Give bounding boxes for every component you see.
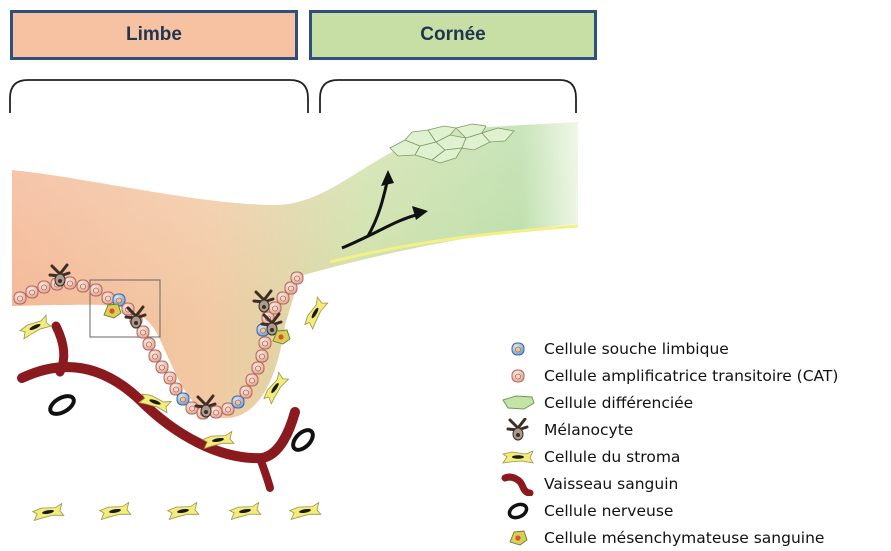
stromal-cell bbox=[167, 502, 199, 519]
limbal-stem-cell-icon bbox=[498, 337, 538, 361]
nerve-cell bbox=[47, 392, 77, 417]
transit-amplifying-cell bbox=[259, 337, 271, 349]
transit-amplifying-cell bbox=[14, 292, 26, 304]
transit-amplifying-cell bbox=[164, 372, 176, 384]
transit-amplifying-cell bbox=[26, 286, 38, 298]
legend-item: Vaisseau sanguin bbox=[498, 470, 838, 497]
legend-label: Cellule différenciée bbox=[544, 394, 693, 412]
mesenchymal-blood-cell bbox=[104, 304, 121, 318]
transit-amplifying-cell bbox=[186, 402, 198, 414]
legend-item: Cellule nerveuse bbox=[498, 497, 838, 524]
transit-amplifying-cell bbox=[38, 281, 50, 293]
transit-amplifying-cell bbox=[143, 338, 155, 350]
transit-amplifying-cell bbox=[277, 292, 289, 304]
transit-amplifying-cell bbox=[269, 302, 281, 314]
legend-label: Cellule amplificatrice transitoire (CAT) bbox=[544, 367, 838, 385]
legend-label: Cellule mésenchymateuse sanguine bbox=[544, 529, 824, 547]
transit-amplifying-cell bbox=[137, 326, 149, 338]
legend-item: Cellule amplificatrice transitoire (CAT) bbox=[498, 362, 838, 389]
stromal-cell bbox=[19, 315, 51, 339]
stromal-cell-icon bbox=[498, 445, 538, 469]
stromal-cell bbox=[229, 502, 261, 519]
transit-amplifying-cell bbox=[156, 361, 168, 373]
transit-amplifying-cell-icon bbox=[498, 364, 538, 388]
transit-amplifying-cell bbox=[252, 362, 264, 374]
transit-amplifying-cell bbox=[256, 350, 268, 362]
legend-label: Mélanocyte bbox=[544, 421, 633, 439]
transit-amplifying-cell bbox=[291, 272, 303, 284]
legend-label: Cellule du stroma bbox=[544, 448, 680, 466]
legend-label: Cellule souche limbique bbox=[544, 340, 729, 358]
stromal-cell bbox=[302, 297, 327, 329]
transit-amplifying-cell bbox=[102, 292, 114, 304]
melanocyte-icon bbox=[498, 418, 538, 442]
legend-item: Cellule du stroma bbox=[498, 443, 838, 470]
transit-amplifying-cell bbox=[246, 374, 258, 386]
nerve-cell-icon bbox=[498, 499, 538, 523]
stromal-cell bbox=[99, 502, 131, 519]
legend-item: Cellule différenciée bbox=[498, 389, 838, 416]
transit-amplifying-cell bbox=[210, 406, 222, 418]
limbe-bracket bbox=[10, 80, 308, 113]
transit-amplifying-cell bbox=[64, 277, 76, 289]
legend-item: Cellule mésenchymateuse sanguine bbox=[498, 524, 838, 551]
stromal-cell bbox=[32, 503, 64, 520]
transit-amplifying-cell bbox=[77, 280, 89, 292]
legend-label: Vaisseau sanguin bbox=[544, 475, 678, 493]
legend-item: Mélanocyte bbox=[498, 416, 838, 443]
blood-vessel-icon bbox=[498, 472, 538, 496]
legend-item: Cellule souche limbique bbox=[498, 335, 838, 362]
stromal-cell bbox=[289, 502, 321, 519]
transit-amplifying-cell bbox=[90, 284, 102, 296]
cornee-bracket bbox=[320, 80, 576, 113]
legend-label: Cellule nerveuse bbox=[544, 502, 673, 520]
differentiated-cell-icon bbox=[498, 391, 538, 415]
transit-amplifying-cell bbox=[149, 350, 161, 362]
transit-amplifying-cell bbox=[240, 386, 252, 398]
mesenchymal-blood-cell-icon bbox=[498, 526, 538, 550]
limbal-stem-cell bbox=[232, 396, 244, 408]
